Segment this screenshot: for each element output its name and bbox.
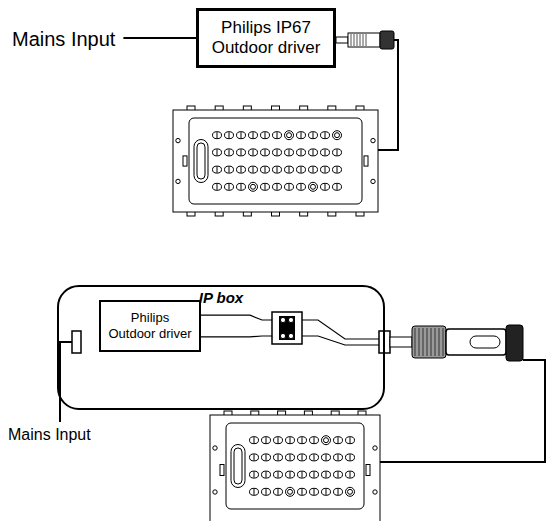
box-label: Philips IP67 Outdoor driver: [205, 18, 327, 59]
cable-connector: [336, 31, 394, 49]
supply-label: Mains Input: [12, 28, 115, 51]
cable-connector: [390, 325, 523, 361]
mains-wire: [60, 342, 72, 422]
terminal-block: [272, 312, 302, 344]
driver-box: Philips IP67 Outdoor driver: [196, 8, 336, 68]
wire: [201, 315, 272, 320]
mains-wire: [123, 37, 196, 39]
driver-box: Philips Outdoor driver: [99, 300, 201, 352]
led-module: [173, 106, 378, 216]
led-cable: [380, 360, 545, 462]
led-module: [210, 411, 380, 521]
box-label: Philips Outdoor driver: [107, 310, 193, 341]
wire: [201, 335, 272, 337]
box-title: IP box: [196, 289, 246, 307]
supply-label: Mains Input: [8, 426, 91, 444]
enclosure-box: IP boxPhilips Outdoor driver: [57, 285, 385, 410]
cable-gland: [72, 331, 81, 353]
led-cable: [378, 40, 398, 150]
wire: [302, 336, 379, 345]
